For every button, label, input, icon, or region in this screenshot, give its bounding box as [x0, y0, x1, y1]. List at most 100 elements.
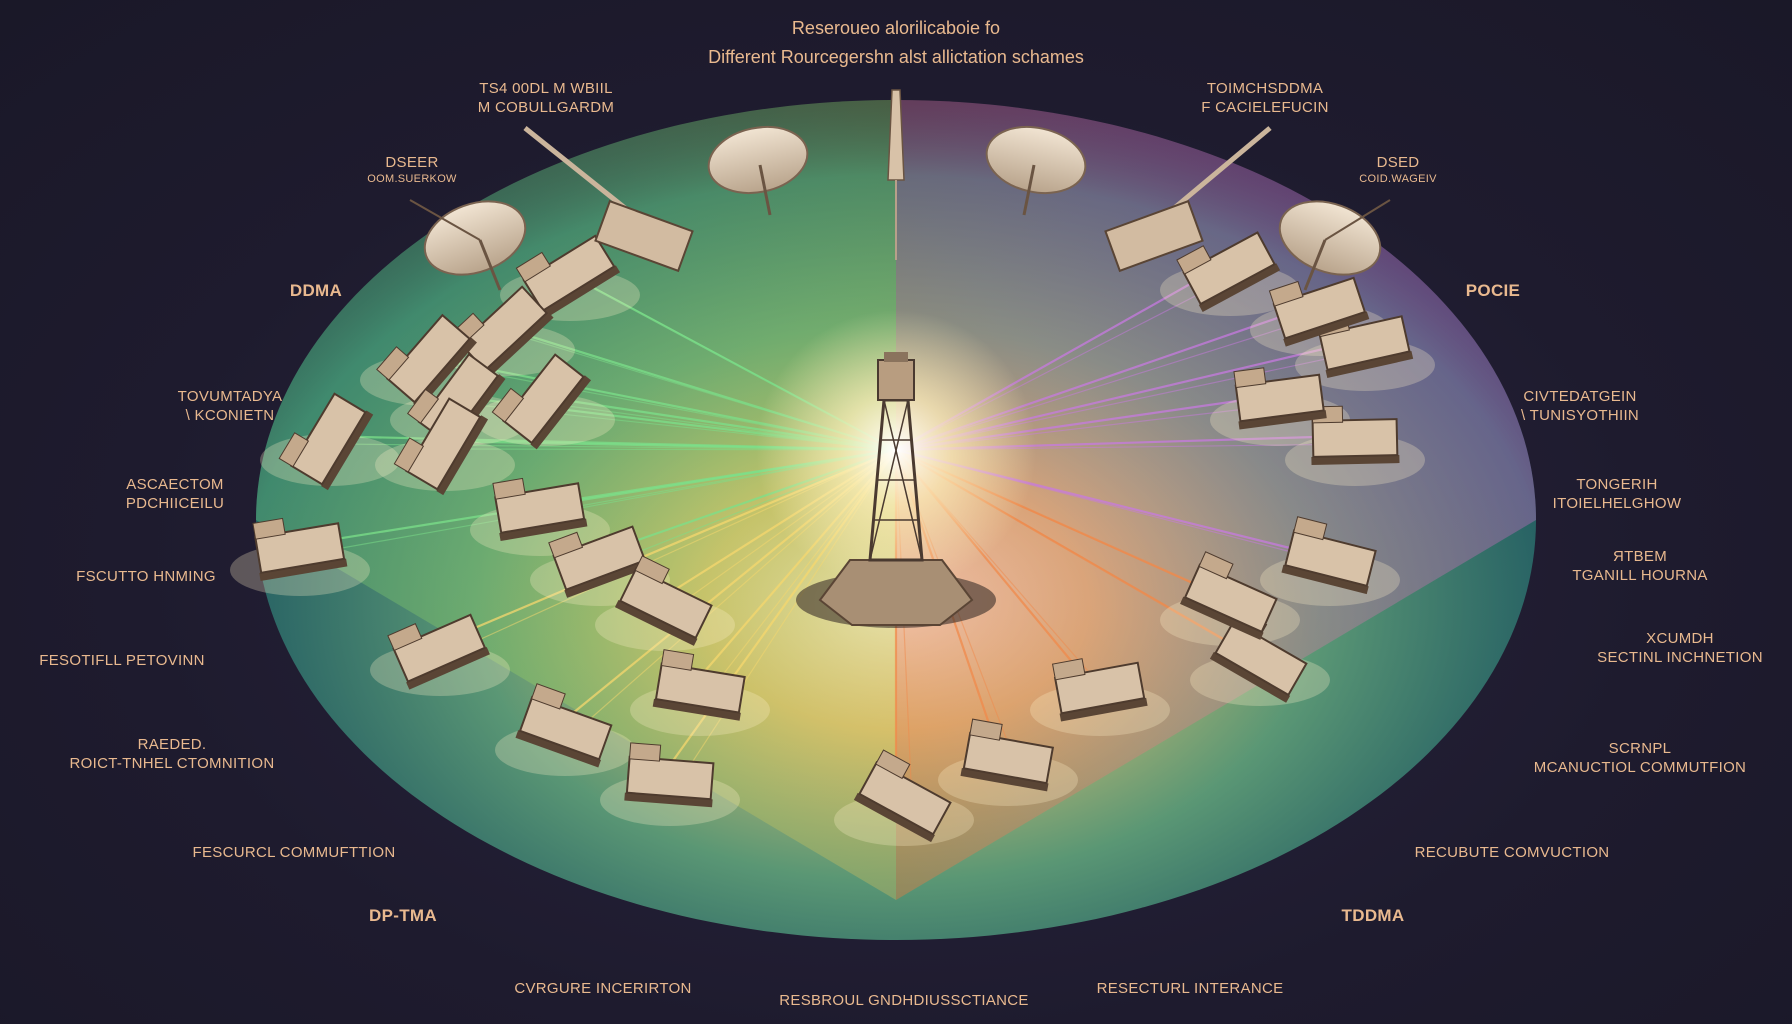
vehicle-body: [518, 695, 613, 761]
diagram-title: Reseroueo alorilicaboie fo Different Rou…: [708, 14, 1084, 72]
vehicle-base: [1059, 697, 1148, 722]
vehicle-cab: [1198, 551, 1234, 580]
vehicle-body: [1234, 373, 1325, 423]
vehicle-cab: [376, 346, 410, 381]
vehicle-body: [501, 353, 585, 445]
vehicle-base: [483, 311, 554, 378]
vehicle-base: [499, 518, 588, 541]
vehicle-cab: [491, 387, 525, 423]
vehicle-cab: [278, 432, 310, 468]
vehicle-body: [1272, 276, 1367, 340]
vehicle: [1051, 658, 1148, 722]
label-dsed: DSED COID.WAGEIV: [1359, 154, 1437, 185]
vehicle: [1268, 276, 1370, 347]
label-bottom-center: RESBROUL GNDHDIUSSCTIANCE: [779, 992, 1029, 1009]
vehicle-body: [654, 662, 746, 714]
vehicle-cab: [969, 718, 1003, 741]
label-left-5: RAEDED. ROICT-TNHEL CTOMNITION: [69, 736, 275, 772]
vehicle: [1176, 231, 1281, 313]
vehicle-base: [515, 730, 601, 768]
vehicle-base: [853, 792, 935, 843]
vehicle-base: [436, 415, 489, 496]
vehicle-cab: [406, 388, 440, 424]
vehicle-base: [541, 265, 621, 319]
vehicle: [960, 718, 1055, 792]
title-line-1: Reseroueo alorilicaboie fo: [791, 18, 1001, 38]
vehicle-cab: [387, 623, 423, 652]
vehicle-base: [1281, 564, 1369, 595]
vehicle-cab: [530, 683, 566, 710]
vehicle: [624, 742, 715, 808]
vehicle-cab: [252, 517, 286, 540]
vehicle: [492, 477, 588, 541]
vehicle-base: [614, 599, 698, 646]
vehicle: [614, 555, 713, 646]
vehicle-base: [960, 768, 1049, 792]
vehicle-cab: [1293, 516, 1328, 541]
vehicle-base: [406, 646, 490, 690]
vehicle-cab: [628, 742, 662, 762]
satellite-dish-right-inner: [985, 126, 1087, 216]
vehicle-cab: [515, 251, 552, 283]
vehicle-body: [1183, 563, 1278, 634]
vehicle-body: [522, 234, 616, 313]
vehicle-cab: [1268, 280, 1304, 307]
crane-arm-left: [523, 126, 694, 273]
vehicle-base: [1283, 311, 1370, 347]
label-right-5: SCRNPL MCANUCTIOL COMMUTFION: [1533, 740, 1747, 776]
vehicle-base: [1325, 351, 1414, 379]
vehicle-body: [289, 392, 367, 486]
crane-arm-right: [1104, 126, 1272, 273]
satellite-dish-left-outer: [409, 199, 527, 291]
vehicle-base: [321, 410, 374, 491]
vehicle-base: [1238, 410, 1327, 430]
label-right-6: RECUBUTE COMVUCTION: [1414, 844, 1610, 861]
vehicle-cab: [492, 477, 526, 500]
vehicle-base: [413, 337, 477, 409]
top-mast: [887, 89, 905, 260]
label-left-6: FESCURCL COMMUFTTION: [192, 844, 396, 861]
vehicle-body: [1214, 620, 1308, 697]
vehicle-base: [1209, 651, 1291, 703]
label-top-left-center: TS4 00DL M WBIIL M COBULLGARDM: [477, 80, 615, 116]
vehicle: [1180, 551, 1278, 640]
label-right-3: ЯТВЕМ TGANILL HOURNA: [1572, 548, 1708, 584]
vehicle-cab: [1176, 245, 1212, 275]
vehicle-body: [1182, 231, 1276, 306]
vehicle: [515, 683, 613, 768]
vehicle-cab: [548, 531, 584, 559]
vehicle-cab: [875, 749, 911, 780]
vehicle: [515, 234, 621, 319]
vehicle-body: [618, 567, 713, 640]
label-ddma: DDMA: [289, 281, 343, 300]
vehicle-cab: [393, 437, 425, 473]
label-pocie: POCIE: [1465, 281, 1521, 300]
vehicle: [1281, 516, 1377, 595]
vehicle-body: [962, 731, 1055, 785]
label-top-right-center: TOIMCHSDDMA F CACIELEFUCIN: [1201, 80, 1329, 116]
vehicle-base: [1198, 263, 1281, 313]
label-left-3: FSCUTTO HNMING: [76, 568, 216, 585]
label-dseer: DSEER OOM.SUERKOW: [367, 154, 457, 185]
vehicle-base: [564, 559, 650, 598]
vehicle-base: [1180, 596, 1264, 640]
vehicle-base: [652, 698, 741, 721]
label-right-2: TONGERIH ITOIELHELGHOW: [1552, 476, 1682, 512]
vehicle-cab: [634, 555, 670, 585]
vehicle-body: [385, 313, 472, 404]
right-tint: [896, 100, 1536, 900]
satellite-dish-right-outer: [1278, 199, 1391, 291]
vehicle-cab: [660, 649, 695, 671]
vehicle: [652, 649, 746, 721]
vehicle: [387, 613, 490, 690]
vehicle-body: [405, 397, 482, 491]
label-right-4: XCUMDH SECTINL INCHNETION: [1597, 630, 1763, 666]
vehicle: [252, 517, 348, 581]
label-right-1: CIVTEDATGEIN \ TUNISYOTHIIN: [1520, 388, 1640, 424]
vehicle: [393, 397, 489, 496]
vehicle-body: [858, 760, 952, 836]
label-left-4: FESOTIFLL PETOVINN: [39, 652, 205, 669]
vehicle: [853, 749, 952, 843]
